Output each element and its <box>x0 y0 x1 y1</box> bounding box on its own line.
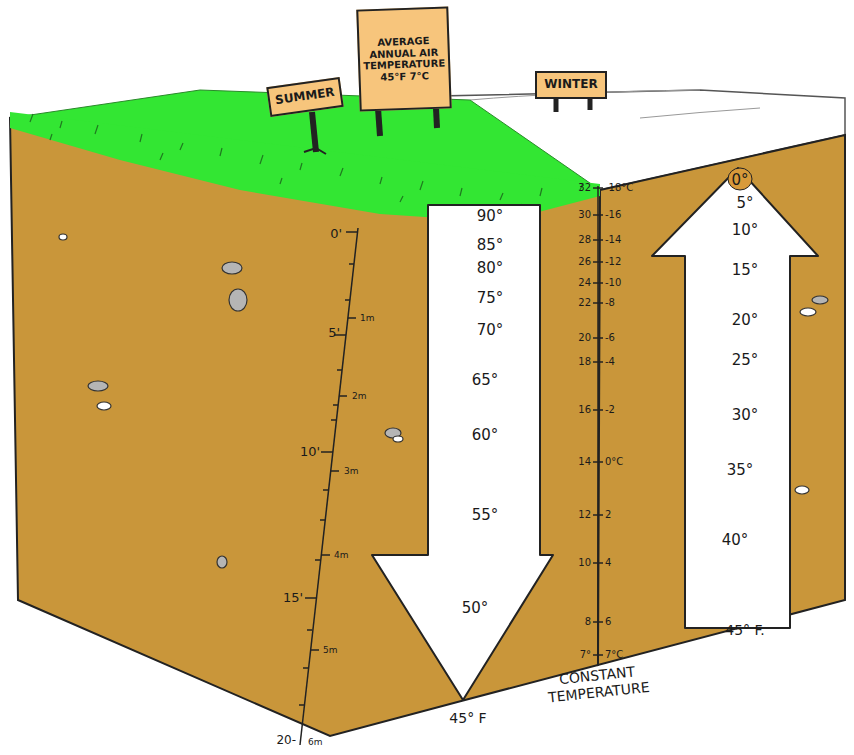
temperature-value: 15° <box>732 261 759 279</box>
sign-post <box>378 108 380 136</box>
depth-mark: 3m <box>344 466 359 477</box>
arrow-tip-blob <box>728 168 752 190</box>
temperature-value: 55° <box>472 506 499 524</box>
temperature-value: 70° <box>477 321 504 339</box>
temperature-note: 45° F <box>449 710 486 727</box>
winter-sign: WINTER <box>535 71 607 99</box>
depth-mark: 5m <box>323 645 338 656</box>
scale-value: -12 <box>605 256 621 268</box>
temperature-value: 25° <box>732 351 759 369</box>
scale-value: 26 <box>578 256 591 268</box>
scale-value: -18°C <box>605 182 633 194</box>
arrow-shape <box>652 168 818 628</box>
temperature-value: 85° <box>477 236 504 254</box>
scale-value: -16 <box>605 209 621 221</box>
scale-value: 18 <box>578 356 591 368</box>
grass-tufts <box>30 114 583 210</box>
depth-scale <box>299 228 358 745</box>
scale-value: -10 <box>605 277 621 289</box>
scale-value: 20 <box>578 332 591 344</box>
scale-value: 2 <box>605 509 611 521</box>
scale-value: 30 <box>578 209 591 221</box>
depth-mark: 15' <box>283 590 303 606</box>
temperature-value: 40° <box>722 531 749 549</box>
depth-mark: 0' <box>330 226 342 242</box>
scale-value: 10 <box>578 557 591 569</box>
depth-mark: 2m <box>352 391 367 402</box>
snow-shading <box>470 90 760 118</box>
sign-text: SUMMER <box>274 86 335 108</box>
arrow-outline <box>372 205 553 702</box>
scale-value: -2 <box>605 404 615 416</box>
temperature-value: 90° <box>477 207 504 225</box>
depth-mark: 1m <box>360 313 375 324</box>
soil-face-right <box>598 135 845 665</box>
sign-post <box>554 98 559 112</box>
temperature-value: 50° <box>462 599 489 617</box>
temperature-value: 60° <box>472 426 499 444</box>
scale-value: 32 <box>578 182 591 194</box>
scale-value: 24 <box>578 277 591 289</box>
scale-value: 0°C <box>605 456 623 468</box>
temperature-value: 20° <box>732 311 759 329</box>
temperature-value: 35° <box>727 461 754 479</box>
winter-up-arrow: 0° 5° 10° 15° 20° 25° 30° 35° 40° <box>652 168 818 628</box>
temperature-value: 80° <box>477 259 504 277</box>
scale-value: 16 <box>578 404 591 416</box>
depth-mark: 20- <box>276 733 296 747</box>
scale-value: 4 <box>605 557 611 569</box>
scale-value: 7° <box>580 649 591 661</box>
sign-post-base <box>304 148 326 154</box>
scale-value: -14 <box>605 234 621 246</box>
depth-mark: 10' <box>300 444 320 460</box>
sign-text: WINTER <box>544 78 597 92</box>
depth-mark: 5' <box>328 325 340 341</box>
scale-value: 8 <box>585 616 591 628</box>
temperature-value: 10° <box>732 221 759 239</box>
scale-value: -8 <box>605 297 615 309</box>
arrow-shape <box>372 205 553 700</box>
temperature-value: 30° <box>732 406 759 424</box>
scale-value: -4 <box>605 356 615 368</box>
depth-mark: 6m <box>308 737 323 748</box>
temperature-value: 5° <box>736 194 753 212</box>
temperature-note: 45° F. <box>725 622 765 639</box>
sign-post <box>312 112 316 152</box>
scale-value: 14 <box>578 456 591 468</box>
temperature-value: 75° <box>477 289 504 307</box>
scale-value: -6 <box>605 332 615 344</box>
scale-value: 28 <box>578 234 591 246</box>
summer-sign: SUMMER <box>266 77 343 117</box>
temperature-value: 65° <box>472 371 499 389</box>
scale-value: 7°C <box>605 649 623 661</box>
scale-value: 12 <box>578 509 591 521</box>
depth-mark: 4m <box>334 550 349 561</box>
sign-post <box>436 108 437 128</box>
scale-value: 22 <box>578 297 591 309</box>
temperature-value: 0° <box>731 171 748 189</box>
annual-average-sign: AVERAGE ANNUAL AIR TEMPERATURE 45°F 7°C <box>356 6 452 111</box>
temperature-note: CONSTANT TEMPERATURE <box>538 661 659 707</box>
summer-down-arrow: 90° 85° 80° 75° 70° 65° 60° 55° 50° <box>372 205 553 702</box>
scale-value: 6 <box>605 616 611 628</box>
temperature-scale <box>593 186 603 660</box>
soil-face-left <box>10 118 600 736</box>
sign-text: AVERAGE ANNUAL AIR TEMPERATURE 45°F 7°C <box>361 35 447 84</box>
sign-post <box>588 98 593 110</box>
